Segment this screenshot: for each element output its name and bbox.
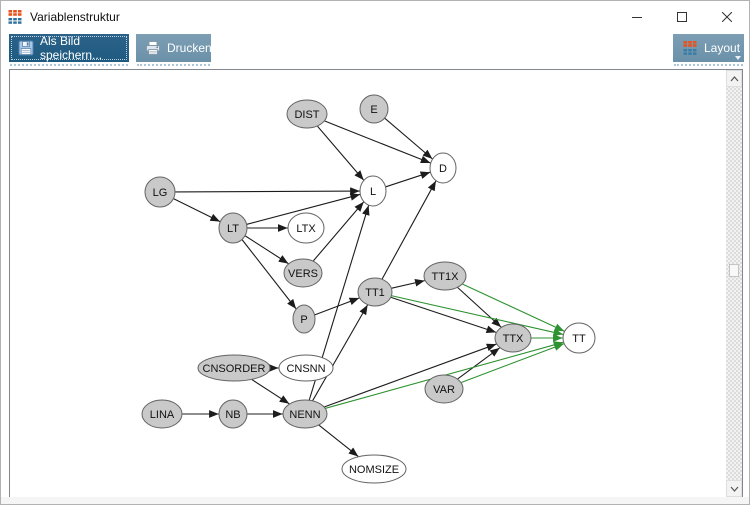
graph-edge-NENN-NOMSIZE (318, 424, 359, 457)
graph-edge-TT1X-TT (462, 283, 565, 332)
graph-edge-TT1-TT (391, 295, 564, 337)
graph-edge-LT-VERS (244, 235, 289, 265)
graph-node-label: NENN (289, 409, 320, 421)
vertical-scrollbar[interactable] (726, 70, 742, 497)
graph-edge-DIST-L (317, 125, 365, 181)
save-as-image-button[interactable]: Als Bild speichern... (9, 34, 129, 66)
graph-node-E[interactable]: E (359, 94, 389, 124)
graph-node-LG[interactable]: LG (144, 176, 176, 208)
graph-node-TT1[interactable]: TT1 (357, 277, 393, 307)
graph-node-D[interactable]: D (429, 152, 457, 184)
graph-node-VAR[interactable]: VAR (424, 374, 464, 404)
graph-node-label: NB (225, 409, 240, 421)
variable-structure-graph: DIST E D LG L LT LTX VERS TT1 TT1X P TTX TT CNSORDER C… (141, 94, 596, 484)
scroll-down-button[interactable] (726, 480, 742, 497)
chevron-up-icon (730, 75, 738, 81)
print-label: Drucken... (167, 41, 222, 55)
graph-edge-LT-P (241, 239, 297, 310)
scrollbar-thumb[interactable] (729, 264, 739, 277)
graph-node-label: NOMSIZE (349, 464, 399, 476)
close-icon (721, 12, 732, 22)
graph-node-label: L (370, 186, 376, 198)
graph-node-label: LTX (296, 223, 316, 235)
graph-edge-VERS-L (312, 201, 365, 262)
graph-node-label: TT (572, 333, 586, 345)
graph-node-LINA[interactable]: LINA (141, 399, 183, 429)
graph-node-TT1X[interactable]: TT1X (423, 261, 467, 291)
graph-node-label: E (370, 104, 377, 116)
graph-node-label: CNSORDER (203, 363, 266, 375)
graph-node-NOMSIZE[interactable]: NOMSIZE (341, 454, 407, 484)
app-hierarchy-icon (8, 10, 22, 24)
title-bar: Variablenstruktur (1, 1, 749, 33)
minimize-icon (631, 17, 642, 18)
print-button[interactable]: Drucken... (136, 34, 222, 66)
graph-node-label: VAR (433, 384, 455, 396)
graph-edge-VAR-TTX (457, 347, 501, 380)
graph-canvas: DIST E D LG L LT LTX VERS TT1 TT1X P TTX TT CNSORDER C… (9, 69, 743, 498)
graph-edge-E-D (384, 117, 433, 160)
layout-label: Layout (704, 41, 741, 55)
graph-node-label: P (300, 314, 307, 326)
graph-node-label: VERS (288, 268, 318, 280)
graph-edge-NENN-TTX (324, 343, 497, 408)
minimize-button[interactable] (614, 1, 659, 33)
graph-node-TTX[interactable]: TTX (494, 323, 532, 353)
graph-edge-NENN-TT1 (312, 304, 369, 401)
graph-node-label: LG (153, 187, 168, 199)
maximize-icon (676, 12, 687, 22)
window-bottom-edge (1, 497, 749, 504)
graph-edge-TT1-TT1X (391, 279, 425, 289)
graph-node-label: D (439, 163, 447, 175)
layout-button[interactable]: Layout (673, 34, 744, 66)
graph-node-label: LT (227, 223, 239, 235)
close-button[interactable] (704, 1, 749, 33)
graph-node-NENN[interactable]: NENN (282, 399, 328, 429)
graph-edge-LG-L (175, 187, 360, 195)
graph-node-label: LINA (150, 409, 175, 421)
graph-node-P[interactable]: P (292, 304, 316, 334)
toolbar: Als Bild speichern... Drucken... (1, 34, 749, 66)
dropdown-arrow-icon (735, 56, 741, 60)
graph-node-NB[interactable]: NB (218, 399, 248, 429)
layout-grid-icon (683, 41, 697, 55)
floppy-disk-icon (18, 40, 34, 56)
graph-node-CNSORDER[interactable]: CNSORDER (197, 354, 271, 382)
scroll-up-button[interactable] (726, 70, 742, 87)
graph-node-label: TTX (503, 333, 524, 345)
graph-edge-VAR-TT (461, 343, 565, 383)
graph-edge-TT1-TTX (390, 296, 497, 333)
graph-edge-TT1-D (381, 180, 437, 280)
graph-node-LT[interactable]: LT (218, 212, 248, 244)
graph-edge-L-D (385, 171, 431, 188)
graph-node-label: DIST (294, 109, 319, 121)
graph-edge-DIST-D (324, 120, 431, 164)
graph-node-DIST[interactable]: DIST (286, 99, 328, 129)
window-title: Variablenstruktur (30, 10, 120, 24)
save-as-image-label: Als Bild speichern... (40, 34, 103, 62)
chevron-down-icon (730, 486, 738, 492)
maximize-button[interactable] (659, 1, 704, 33)
graph-node-LTX[interactable]: LTX (287, 212, 325, 244)
graph-edge-P-TT1 (314, 297, 360, 316)
graph-node-label: TT1X (432, 271, 460, 283)
graph-edge-LG-LT (173, 198, 221, 223)
graph-node-label: CNSNN (286, 363, 325, 375)
graph-edge-TT1X-TTX (457, 287, 502, 328)
graph-node-CNSNN[interactable]: CNSNN (278, 354, 334, 382)
graph-node-VERS[interactable]: VERS (283, 258, 323, 288)
graph-node-L[interactable]: L (359, 175, 387, 207)
graph-edge-CNSORDER-NENN (251, 379, 290, 405)
printer-icon (146, 41, 160, 55)
graph-edge-LT-L (246, 193, 361, 225)
graph-node-label: TT1 (365, 287, 385, 299)
graph-node-TT[interactable]: TT (562, 322, 596, 354)
